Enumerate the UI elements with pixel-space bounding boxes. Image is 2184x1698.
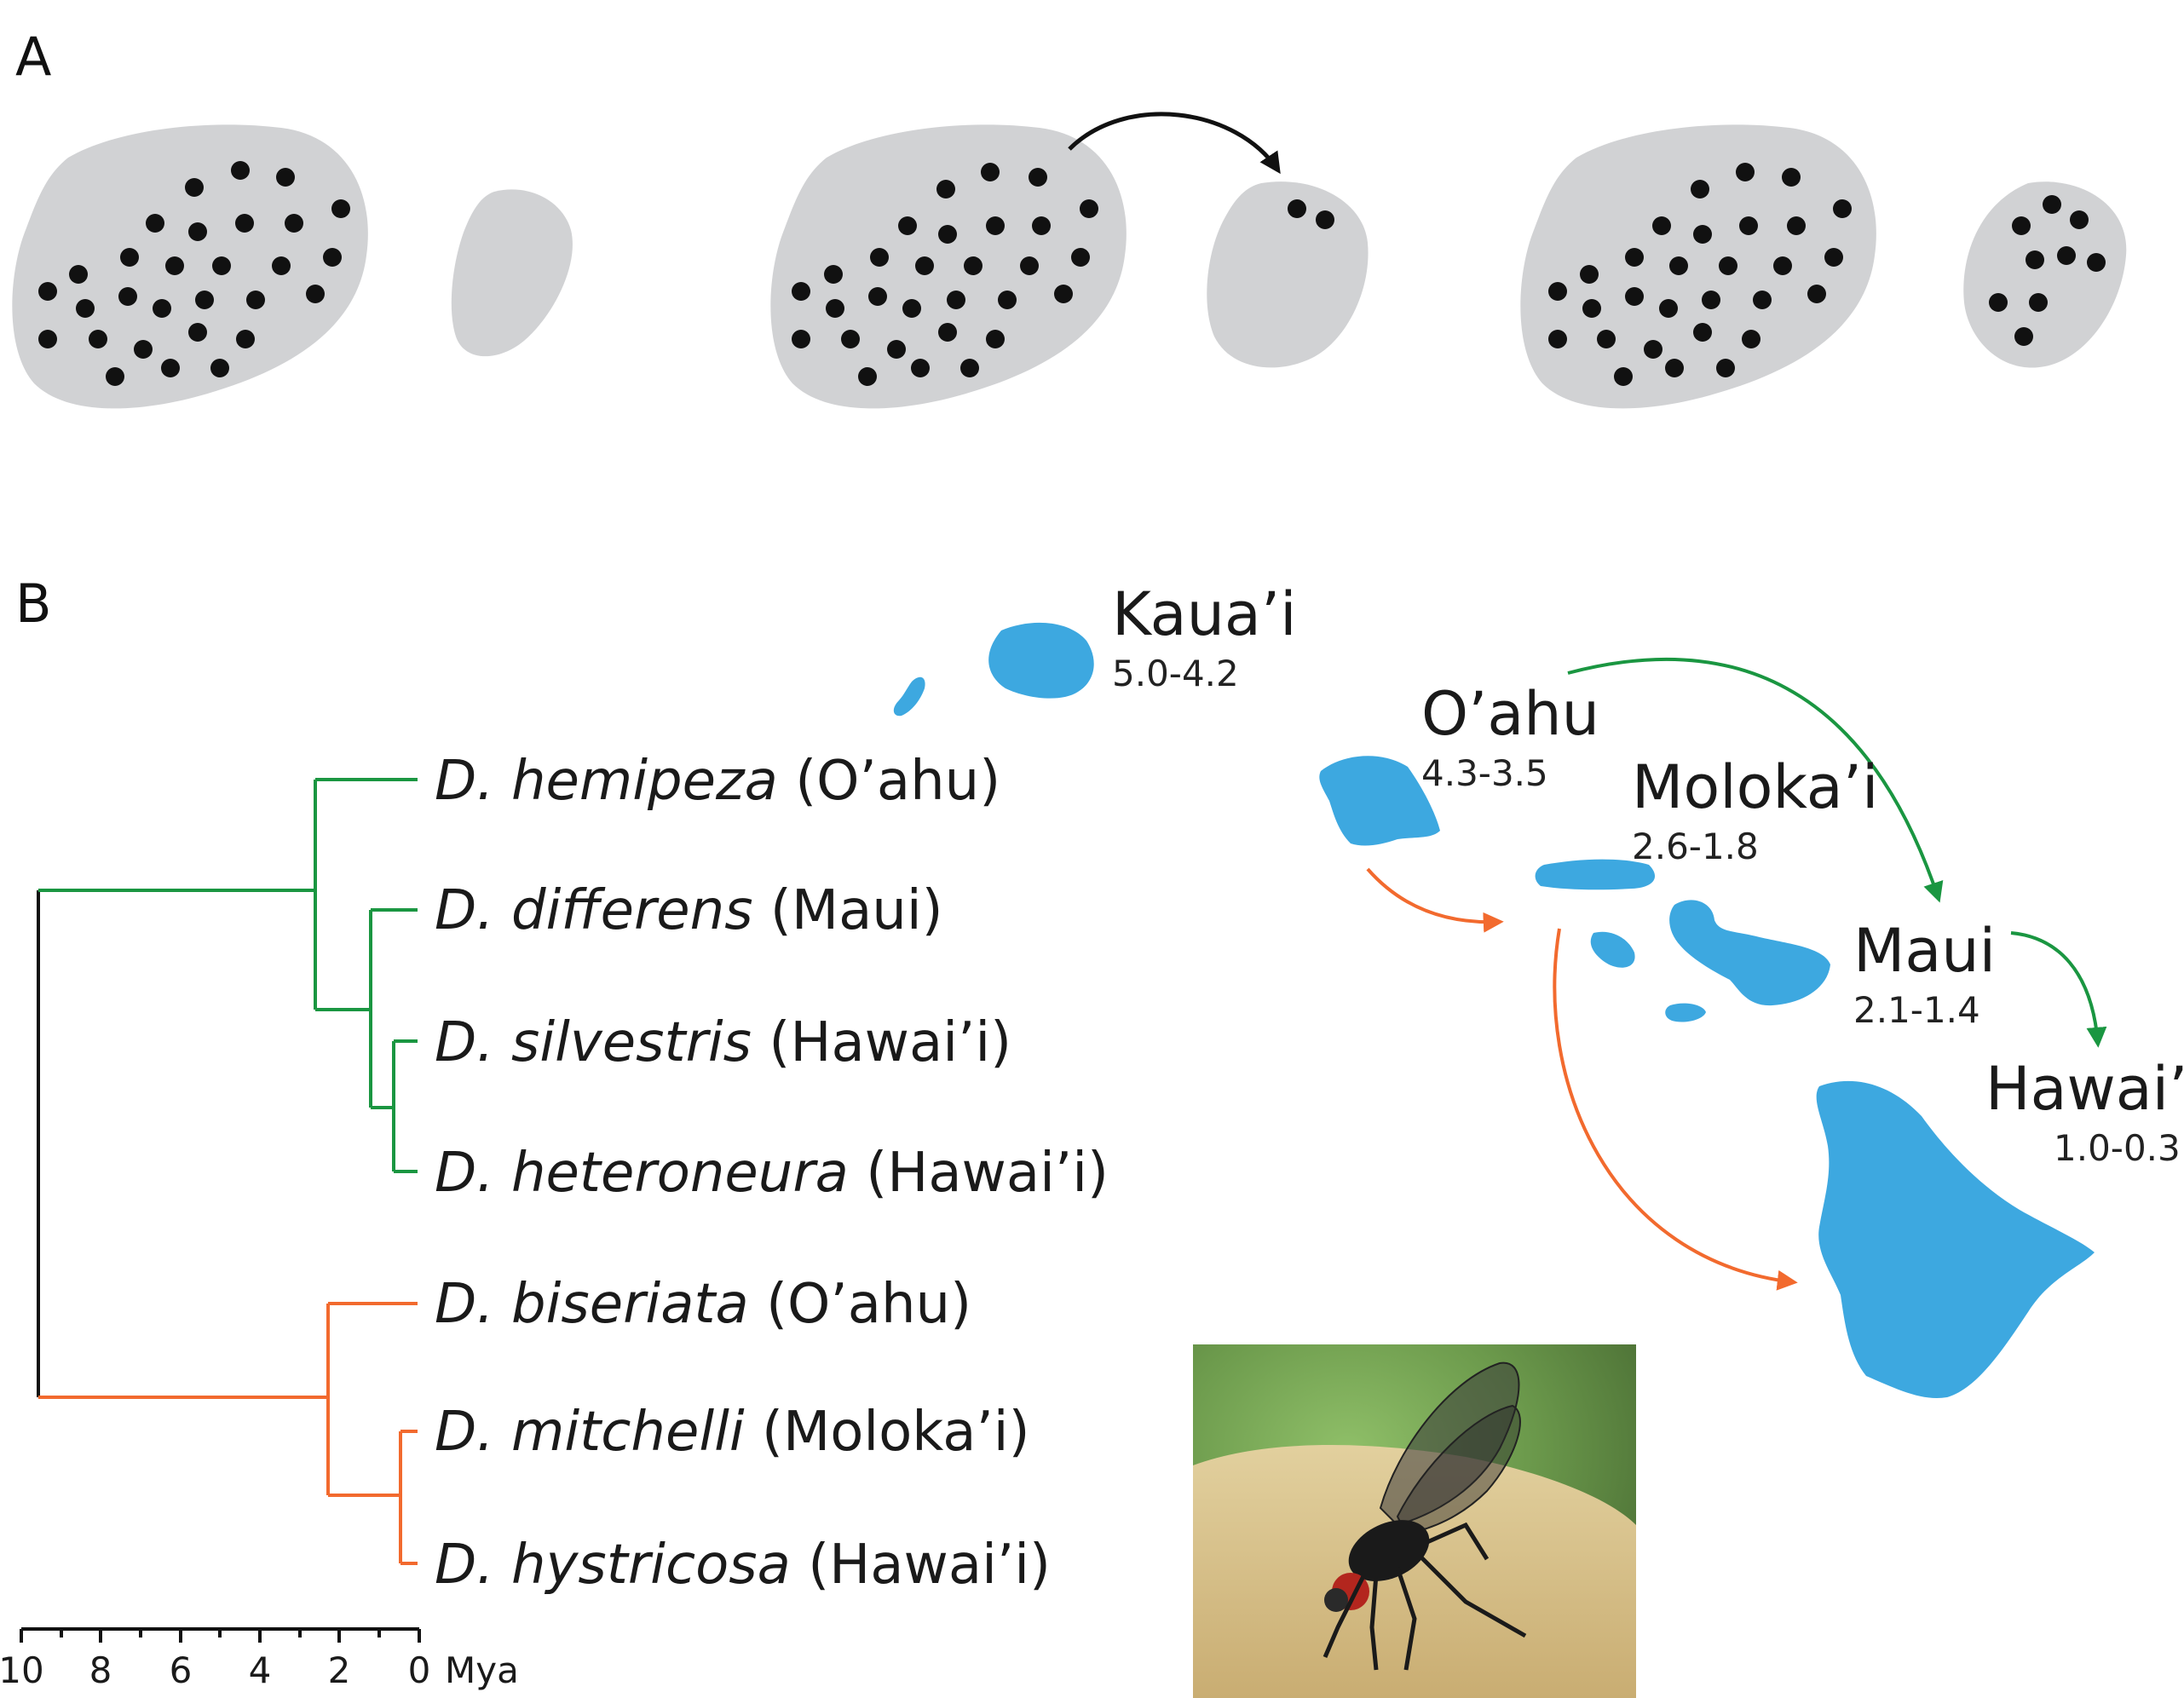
lanai-island — [1590, 931, 1635, 968]
species-label: D. mitchelli (Moloka’i) — [435, 1401, 1030, 1464]
panel-b-label: B — [15, 573, 52, 635]
scale-tick-label: 0 — [408, 1649, 431, 1691]
species-label: D. biseriata (O’ahu) — [435, 1273, 971, 1336]
island-name-label: O’ahu — [1421, 679, 1599, 749]
population-dots — [38, 161, 350, 386]
phylogeny — [37, 778, 418, 1565]
panel-a-stage-2 — [770, 112, 1369, 409]
species-label: D. silvestris (Hawai’i) — [435, 1011, 1011, 1074]
root-branch — [37, 889, 43, 1399]
fly-icon — [1323, 1361, 1527, 1671]
panel-a-stage-3 — [1520, 124, 2127, 409]
fly-photo — [1193, 1344, 1636, 1698]
population-dots — [792, 163, 1334, 386]
niihau-island — [893, 676, 925, 717]
mainland-blob — [770, 124, 1127, 409]
molokai-island — [1535, 859, 1656, 890]
orange-arrow-molokai-to-hawaii — [1553, 928, 1798, 1291]
fly-legs — [1323, 1522, 1527, 1671]
green-arrow-maui-to-hawaii — [2010, 931, 2107, 1048]
green-clade-branches — [38, 778, 418, 1173]
fly-wing — [1379, 1361, 1520, 1527]
scale-tick-label: 4 — [249, 1649, 272, 1691]
panel-a-stage-1 — [12, 124, 573, 409]
colonization-arrow — [1068, 112, 1281, 175]
fly-body — [1348, 1520, 1430, 1581]
scale-unit-label: Mya — [445, 1649, 519, 1691]
island-blob — [1207, 181, 1369, 368]
panel-a-label: A — [15, 26, 51, 88]
species-label: D. differens (Maui) — [435, 879, 943, 942]
green-arrow-oahu-to-maui — [1567, 657, 1944, 903]
island-name-label: Moloka’i — [1632, 752, 1878, 822]
population-dots — [1548, 163, 2106, 386]
scale-tick-label: 6 — [170, 1649, 193, 1691]
island-age-label: 5.0-4.2 — [1112, 653, 1239, 694]
island-age-label: 2.6-1.8 — [1632, 826, 1759, 867]
island-age-label: 2.1-1.4 — [1853, 989, 1980, 1031]
island-name-label: Hawai’i — [1985, 1054, 2184, 1124]
fly-wing — [1396, 1404, 1521, 1535]
island-blob — [451, 189, 573, 357]
hawaiian-islands-map — [893, 622, 2095, 1398]
island-name-label: Kaua’i — [1112, 579, 1297, 649]
species-label: D. hemipeza (O’ahu) — [435, 750, 1000, 813]
colonization-arrows — [1366, 657, 2107, 1291]
oahu-island — [1319, 756, 1440, 846]
time-scale-bar: 10 8 6 4 2 0 Mya — [0, 1627, 519, 1691]
orange-clade-branches — [38, 1302, 418, 1565]
scale-axis-line — [20, 1627, 421, 1643]
mainland-blob — [12, 124, 368, 409]
kahoolawe-island — [1665, 1003, 1706, 1022]
species-label: D. heteroneura (Hawai’i) — [435, 1142, 1109, 1205]
maui-island — [1669, 900, 1830, 1006]
scale-tick-label: 8 — [89, 1649, 112, 1691]
scale-tick-label: 10 — [0, 1649, 44, 1691]
species-labels: D. hemipeza (O’ahu) D. differens (Maui) … — [435, 750, 1109, 1597]
species-label: D. hystricosa (Hawai’i) — [435, 1534, 1051, 1597]
kauai-island — [988, 622, 1094, 699]
scale-tick-label: 2 — [328, 1649, 351, 1691]
island-blob — [1963, 181, 2127, 368]
mainland-blob — [1520, 124, 1876, 409]
hawaii-island — [1816, 1080, 2095, 1398]
orange-arrow-oahu-to-molokai — [1366, 867, 1504, 933]
island-labels: Kaua’i 5.0-4.2 O’ahu 4.3-3.5 Moloka’i 2.… — [1112, 579, 2184, 1169]
island-age-label: 1.0-0.3 — [2054, 1127, 2181, 1169]
island-age-label: 4.3-3.5 — [1421, 752, 1548, 794]
fly-head — [1324, 1588, 1348, 1612]
island-name-label: Maui — [1853, 916, 1996, 986]
